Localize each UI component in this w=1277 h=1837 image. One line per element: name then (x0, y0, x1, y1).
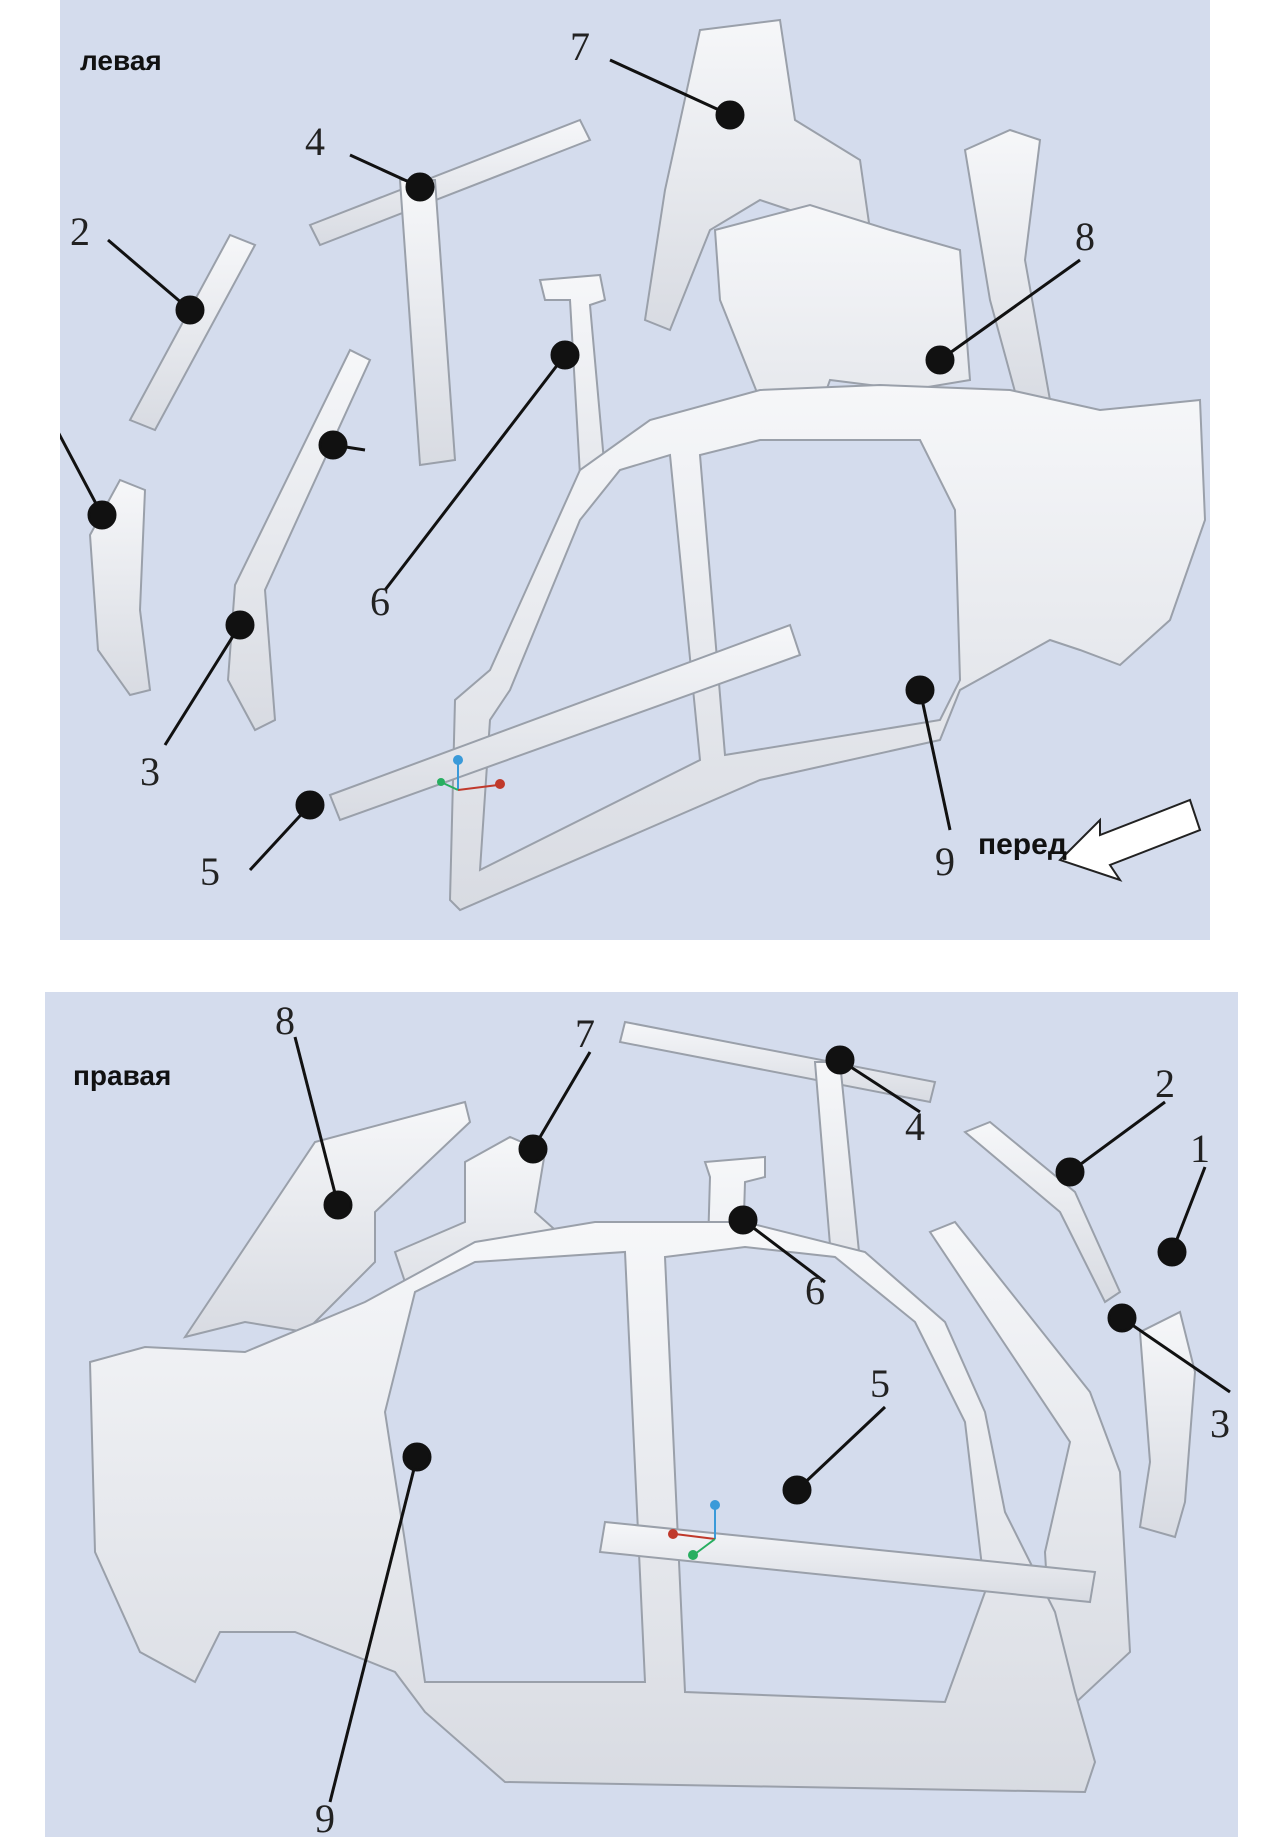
front-arrow-icon (1058, 798, 1202, 882)
callout-label-8: 8 (1075, 214, 1095, 259)
callout-dot-7 (715, 100, 745, 130)
left-side-diagram: 1 2 3 4 5 6 7 8 9 (60, 18, 1207, 912)
callout-label-9: 9 (935, 839, 955, 884)
callout-dot-8 (925, 345, 955, 375)
part-2-a-pillar-upper (128, 233, 257, 432)
axis-gizmo (437, 755, 505, 791)
callout-dot-3 (1107, 1303, 1137, 1333)
callout-label-5: 5 (200, 849, 220, 894)
part-2-a-pillar-upper (963, 1120, 1122, 1304)
callout-label-7: 7 (570, 24, 590, 69)
part-3-a-pillar-long (226, 348, 372, 732)
callout-label-2: 2 (70, 209, 90, 254)
part-4-b-pillar (398, 179, 457, 467)
callout-dot-3b (318, 430, 348, 460)
callout-label-6: 6 (370, 579, 390, 624)
callout-dot-6 (728, 1205, 758, 1235)
callout-label-6: 6 (805, 1268, 825, 1313)
callout-dot-4 (825, 1045, 855, 1075)
left-side-label: левая (80, 45, 162, 76)
callout-dot-4 (405, 172, 435, 202)
right-side-panel: правая (45, 992, 1238, 1837)
callout-dot-9 (905, 675, 935, 705)
right-side-label: правая (73, 1060, 172, 1091)
callout-dot-3 (225, 610, 255, 640)
part-1-a-pillar-lower (1138, 1310, 1197, 1539)
callout-label-9: 9 (315, 1796, 335, 1837)
axis-gizmo (668, 1500, 720, 1560)
callout-dot-1 (1157, 1237, 1187, 1267)
part-1-a-pillar-lower (88, 478, 152, 697)
right-side-diagram: 1 2 3 4 5 6 7 8 9 (88, 998, 1231, 1837)
callout-dot-1 (87, 500, 117, 530)
callout-dot-2 (175, 295, 205, 325)
callout-dot-2 (1055, 1157, 1085, 1187)
part-8-quarter-inner (182, 1100, 472, 1339)
part-5-rocker (328, 623, 802, 822)
part-5-rocker (598, 1520, 1097, 1604)
callout-label-4: 4 (905, 1104, 925, 1149)
left-side-panel: левая (60, 0, 1210, 940)
callout-dot-8 (323, 1190, 353, 1220)
callout-label-2: 2 (1155, 1061, 1175, 1106)
callout-label-5: 5 (870, 1361, 890, 1406)
callout-label-4: 4 (305, 119, 325, 164)
callout-dot-5 (295, 790, 325, 820)
callout-dot-9 (402, 1442, 432, 1472)
callout-label-8: 8 (275, 998, 295, 1043)
callout-dot-7 (518, 1134, 548, 1164)
part-4-roof-rail (308, 118, 592, 247)
callout-label-1: 1 (1190, 1126, 1210, 1171)
callout-label-7: 7 (575, 1011, 595, 1056)
callout-dot-6 (550, 340, 580, 370)
part-8-bracket (963, 128, 1052, 412)
callout-label-3: 3 (1210, 1401, 1230, 1446)
callout-dot-5 (782, 1475, 812, 1505)
front-label: перед (978, 828, 1067, 861)
callout-label-3: 3 (140, 749, 160, 794)
